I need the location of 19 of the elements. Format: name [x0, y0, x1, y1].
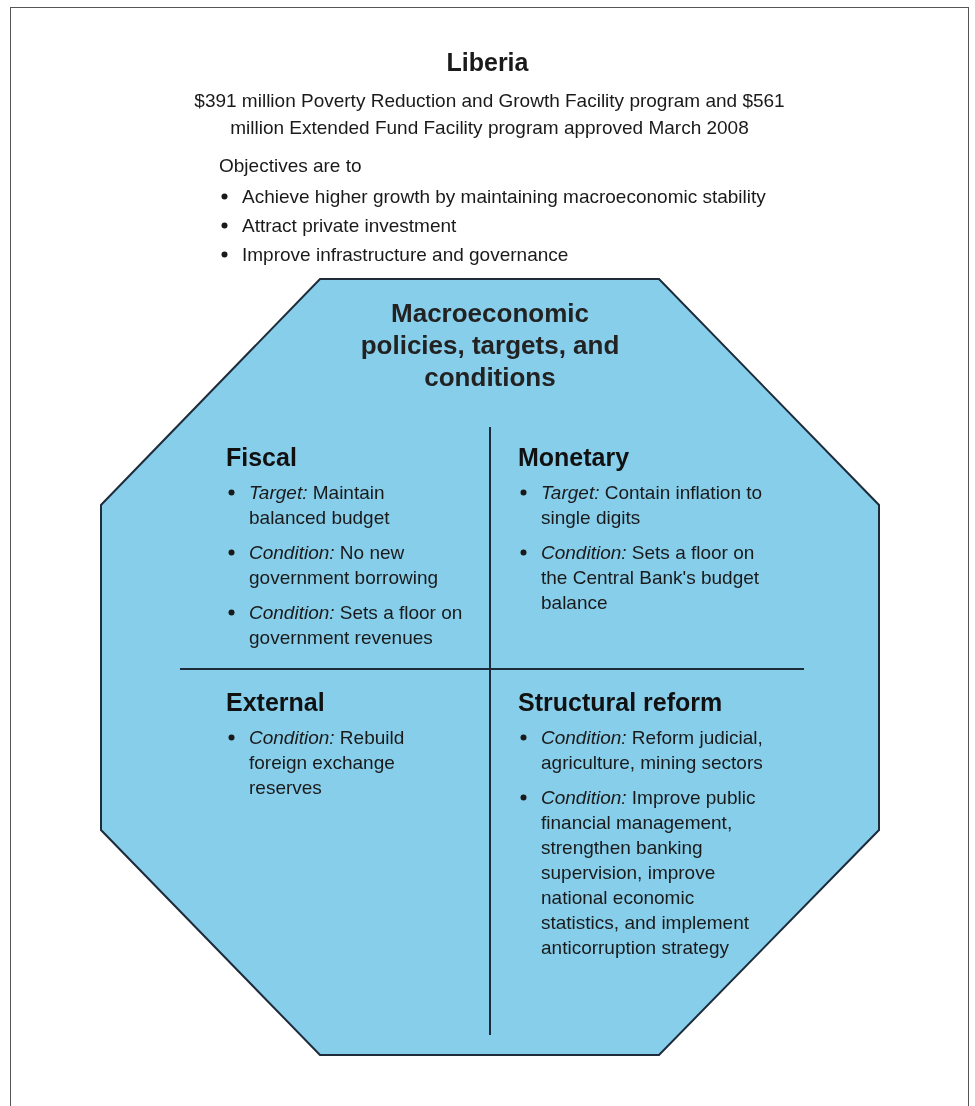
bullet-text: Condition: Sets a floor on government revenues [249, 602, 463, 648]
bullet-text: Condition: Reform judicial, agriculture, mining sectors [541, 727, 763, 773]
bullet-text: Improve infrastructure and governance [242, 244, 569, 265]
intro-text: Objectives are to [219, 155, 362, 177]
bullet-text: Target: Maintain balanced budget [249, 482, 390, 528]
section-heading: External [226, 688, 326, 717]
section-heading: Structural reform [518, 688, 724, 717]
bullet-text: Condition: Sets a floor on the Central Bank's budget balance [541, 542, 760, 613]
title: Liberia [445, 48, 530, 77]
bullet-text: Condition: Improve public financial management, strengthen banking supervision, improve national economic statistics, and implement anticorruption strategy [541, 787, 756, 958]
shape-title: Macroeconomic policies, targets, and conditions [360, 297, 620, 393]
bullet-text: Condition: No new government borrowing [249, 542, 439, 588]
bullet-text: Attract private investment [242, 215, 457, 236]
bullet-text: Target: Contain inflation to single digits [541, 482, 763, 528]
subtitle: $391 million Poverty Reduction and Growth Facility program and $561 million Extended Fund Facility program approved March 2008 [193, 89, 786, 140]
bullet-text: Achieve higher growth by maintaining macroeconomic stability [242, 186, 766, 207]
section-heading: Fiscal [226, 443, 298, 472]
section-heading: Monetary [518, 443, 631, 472]
bullet-text: Condition: Rebuild foreign exchange reserves [249, 727, 405, 798]
